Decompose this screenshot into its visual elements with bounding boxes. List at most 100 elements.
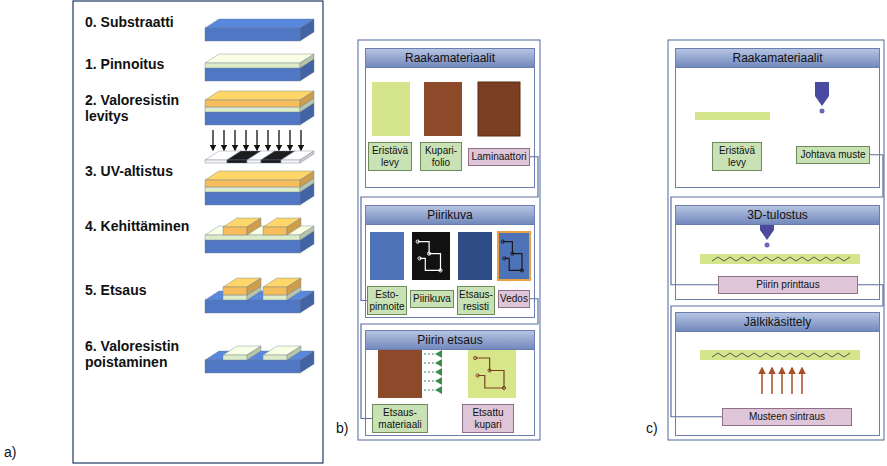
heat-arrow [781,368,783,394]
layer-front [205,180,300,187]
heat-arrow [761,368,763,394]
nozzle-tip [760,230,774,240]
material-box: Johtava muste [796,146,870,164]
step-label: 3. UV-altistus [85,163,173,179]
insulating-sheet [695,112,770,120]
layer-front [227,160,247,163]
uv-arrow [245,130,246,150]
layer-front [205,112,300,125]
layer-side [300,19,314,41]
layer-front [205,160,227,163]
box-label: Laminaattori [470,151,528,163]
circuit-pad [474,356,477,359]
etched-board [468,348,516,398]
box-label: Piirin printtaus [720,279,856,291]
etch-spray [424,390,434,391]
circuit-pad [439,269,442,272]
layer-front [281,160,300,163]
uv-arrow [223,130,224,150]
layer-front [263,295,287,300]
printing-illustration [695,82,860,394]
layer-front [247,160,261,163]
layer-front [223,355,247,360]
printed-trace [712,257,850,261]
layer-front [223,227,247,235]
copper-foil [424,82,462,136]
ink-drop [820,109,825,114]
layer-front [263,227,287,235]
layer-side [247,218,261,235]
layer-side [300,351,314,373]
step-label: 2. Valoresistin levitys [85,92,193,124]
box-label: Eristävä levy [714,145,760,168]
nozzle-tip [815,96,829,106]
layer-top [205,54,314,63]
panel-letter: a) [4,444,16,460]
layer-side [247,278,261,295]
panel-letter: b) [336,420,348,436]
process-stage: JälkikäsittelyMusteen sintraus [675,312,880,436]
print-board [498,232,530,280]
layer-side [300,226,314,240]
layer-front [205,187,300,192]
flow-connector [361,157,538,301]
layer-front [205,28,300,41]
circuit-pad [501,240,504,243]
spray-nozzle [435,377,442,385]
resist-coat [370,232,404,280]
stage-heading: 3D-tulostus [676,206,879,225]
layer-front [205,107,300,112]
printed-sheet [700,350,860,360]
process-stage: Piirin etsausEtsaus- materiaaliEtsattu k… [365,330,535,436]
uv-arrow [278,130,279,150]
circuit-pad [488,369,491,372]
heat-arrow [791,368,793,394]
spray-nozzle [435,368,442,376]
printed-sheet [700,254,860,264]
etch-spray [424,372,434,373]
circuit-pad [520,269,523,272]
layer-side [300,54,314,68]
layer-side [300,91,314,107]
spray-nozzle [435,350,442,358]
uv-arrow [289,130,290,150]
copper-board [378,348,422,398]
box-label: Musteen sintraus [724,411,850,423]
heat-arrow [771,368,773,394]
layer-front [261,160,281,163]
process-steps-illustration [205,19,314,373]
etch-resist [458,232,492,280]
layer-front [205,240,300,253]
layer-front [205,235,300,240]
stage-heading: Piirikuva [366,206,534,225]
layer-side [287,346,301,360]
laminated-board [478,82,520,136]
layer-top [205,19,314,28]
layer-front [205,300,300,313]
circuit-trace [418,242,441,271]
step-label: 1. Pinnoitus [85,56,164,72]
flow-connector [671,285,883,417]
uv-arrow [300,130,301,150]
material-box: Esto- pinnoite [367,286,407,315]
panel-frame [358,40,540,440]
layer-top [205,171,314,180]
spray-nozzle [435,359,442,367]
step-label: 6. Valoresistin poistaminen [85,338,193,370]
layer-front [223,295,247,300]
layer-front [205,68,300,81]
process-stage: PiirikuvaEsto- pinnoitePiirikuvaEtsaus- … [365,205,535,318]
stage-heading: Jälkikäsittely [676,313,879,332]
etch-spray [424,354,434,355]
layer-side [300,291,314,313]
layer-front [205,360,300,373]
process-stage: 3D-tulostusPiirin printtaus [675,205,880,300]
box-label: Johtava muste [798,149,868,161]
ink-drop [765,243,770,248]
process-box: Laminaattori [468,148,530,166]
material-box: Etsaus- materiaali [372,404,428,433]
box-label: Etsaus- resisti [459,289,493,312]
panel-letter: c) [646,420,658,436]
flow-connector [361,299,538,419]
step-label: 4. Kehittäminen [85,218,189,234]
